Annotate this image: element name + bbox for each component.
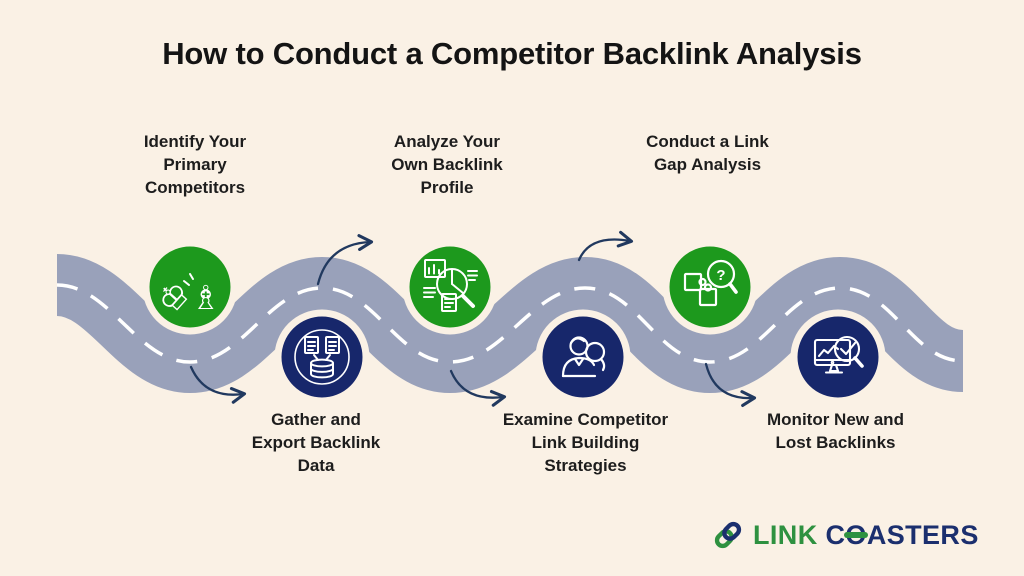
flow-arrows: [189, 230, 757, 407]
chain-link-icon: [714, 521, 742, 549]
svg-text:?: ?: [716, 267, 725, 284]
step-label-identify-competitors: Identify Your Primary Competitors: [143, 132, 247, 197]
arrow-step1-to-step2: [189, 365, 247, 404]
step-label-monitor-backlinks: Monitor New and Lost Backlinks: [767, 410, 904, 452]
logo-word-coasters: COASTERS: [825, 519, 979, 550]
arrow-step5-to-step6: [704, 362, 757, 407]
magnifier-charts-icon: [423, 259, 478, 312]
step-circle-monitor-backlinks: [790, 309, 886, 405]
svg-text:♗: ♗: [191, 278, 221, 317]
monitor-magnifier-icon: [813, 335, 864, 374]
puzzle-magnifier-icon: ?: [683, 259, 738, 307]
arrow-step2-to-step3: [316, 234, 374, 286]
step-label-gather-export-data: Gather and Export Backlink Data: [251, 410, 381, 475]
step-circle-examine-strategies: [535, 309, 631, 405]
arrow-step4-to-step5: [577, 230, 634, 262]
brand-logo-text: LINK COASTERS: [753, 520, 979, 551]
step-circle-identify-competitors: ♔ ♗: [142, 239, 238, 335]
logo-word-link: LINK: [753, 519, 818, 550]
road-centerline: [56, 283, 964, 364]
step-label-analyze-profile: Analyze Your Own Backlink Profile: [391, 132, 503, 197]
arrow-step3-to-step4: [449, 369, 507, 407]
step-circle-link-gap-analysis: ?: [662, 239, 758, 335]
page-title: How to Conduct a Competitor Backlink Ana…: [162, 36, 862, 71]
brand-logo: LINK COASTERS: [712, 517, 979, 553]
step-circle-analyze-profile: [402, 239, 498, 335]
documents-database-icon: [294, 329, 350, 385]
person-magnifier-icon: [561, 336, 606, 378]
step-circle-gather-data: [274, 309, 370, 405]
step-label-examine-strategies: Examine Competitor Link Building Strateg…: [502, 410, 669, 475]
step-label-link-gap-analysis: Conduct a Link Gap Analysis: [646, 132, 769, 174]
logo-o-link-bar: [844, 532, 868, 538]
